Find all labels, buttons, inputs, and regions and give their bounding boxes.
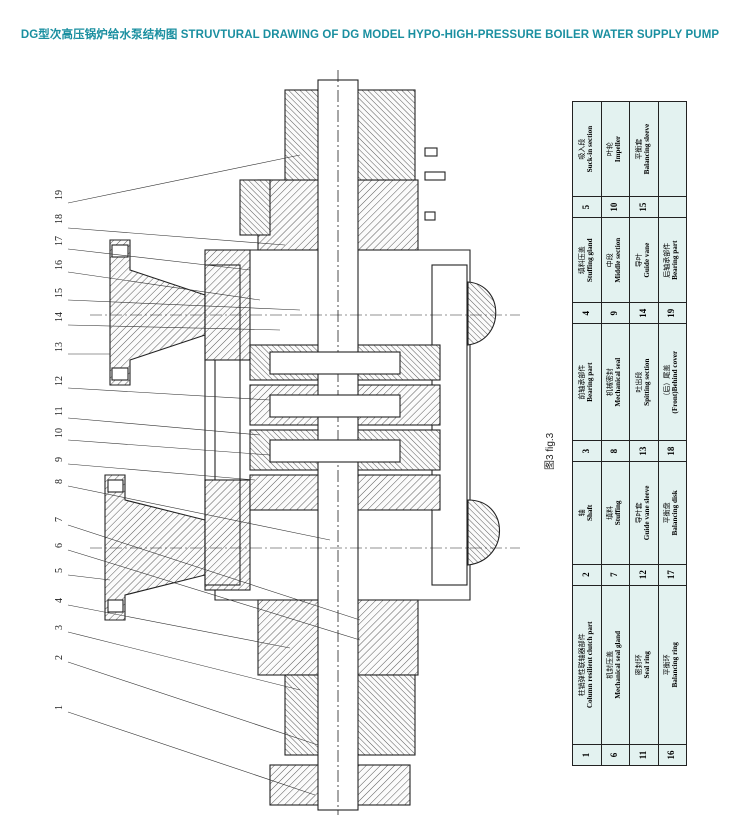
part-no: 3 <box>572 440 601 462</box>
part-no: 7 <box>601 564 630 586</box>
pump-casing <box>90 70 520 815</box>
part-no: 18 <box>658 440 687 462</box>
part-desc: （后）尾盖(Front)Behind cover <box>658 323 687 441</box>
leader-number-group: 19 18 17 16 15 14 13 12 11 10 9 8 7 6 5 … <box>54 190 65 710</box>
tie-bolt-left <box>204 264 241 586</box>
discharge-bolt-top <box>111 244 129 258</box>
nozzle-1 <box>424 147 438 157</box>
leader-number-5: 5 <box>54 568 65 573</box>
fig-caption-group: 图3 fig.3 <box>544 432 556 470</box>
part-no: 16 <box>658 744 687 766</box>
balance-pipe <box>239 179 271 236</box>
leader-number-17: 17 <box>54 236 65 246</box>
leader-number-18: 18 <box>54 214 65 224</box>
part-no <box>658 196 687 218</box>
impeller-3 <box>269 439 401 463</box>
leader-number-11: 11 <box>54 406 65 416</box>
suction-bolt-bottom <box>107 599 124 613</box>
nozzle-3 <box>424 211 436 221</box>
part-no: 4 <box>572 302 601 324</box>
impeller-1 <box>269 351 401 375</box>
leader-number-12: 12 <box>54 376 65 386</box>
leader-number-7: 7 <box>54 517 65 522</box>
suction-bolt-top <box>107 479 124 493</box>
foot-lower <box>467 499 500 566</box>
discharge-end-section <box>204 249 251 361</box>
leader-number-10: 10 <box>54 428 65 438</box>
leader-number-6: 6 <box>54 543 65 548</box>
part-no: 17 <box>658 564 687 586</box>
part-no: 13 <box>629 440 658 462</box>
leader-number-3: 3 <box>54 625 65 630</box>
part-no: 12 <box>629 564 658 586</box>
part-no: 15 <box>629 196 658 218</box>
leader-number-14: 14 <box>54 312 65 322</box>
part-no: 5 <box>572 196 601 218</box>
part-no: 19 <box>658 302 687 324</box>
leader-number-8: 8 <box>54 479 65 484</box>
suction-end-section <box>204 479 251 591</box>
discharge-flange <box>109 239 206 386</box>
foot-upper <box>467 281 497 346</box>
leader-lines <box>67 154 361 796</box>
part-no: 1 <box>572 744 601 766</box>
leader-number-15: 15 <box>54 288 65 298</box>
part-no: 2 <box>572 564 601 586</box>
leader-number-1: 1 <box>54 705 65 710</box>
part-no: 14 <box>629 302 658 324</box>
impeller-2 <box>269 394 401 418</box>
part-no: 11 <box>629 744 658 766</box>
part-no: 9 <box>601 302 630 324</box>
nozzle-2 <box>424 171 446 181</box>
leader-number-13: 13 <box>54 342 65 352</box>
leader-number-2: 2 <box>54 655 65 660</box>
leader-number-16: 16 <box>54 260 65 270</box>
part-no: 10 <box>601 196 630 218</box>
drawing-title: DG型次高压锅炉给水泵结构图 STRUVTURAL DRAWING OF DG … <box>20 29 720 41</box>
leader-number-4: 4 <box>54 598 65 603</box>
discharge-bolt-bottom <box>111 367 129 381</box>
figure-caption: 图3 fig.3 <box>544 432 556 470</box>
leader-number-9: 9 <box>54 457 65 462</box>
part-no: 8 <box>601 440 630 462</box>
part-desc <box>658 101 687 197</box>
leader-number-19: 19 <box>54 190 65 200</box>
part-no: 6 <box>601 744 630 766</box>
